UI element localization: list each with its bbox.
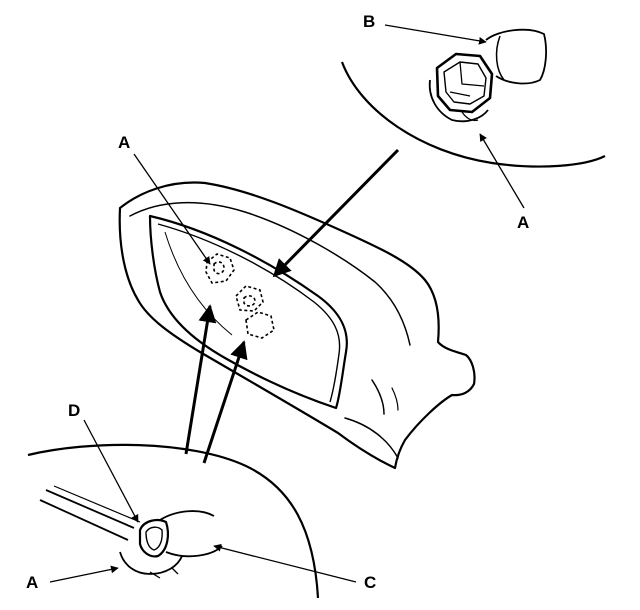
callout-a-top-left: A	[118, 133, 131, 152]
detail-leaders	[184, 148, 400, 464]
top-detail-callout-lines	[384, 24, 525, 209]
callout-a-top-right: A	[517, 213, 530, 232]
bottom-detail-callout-lines	[49, 419, 357, 583]
callout-d: D	[68, 401, 81, 420]
callout-b: B	[363, 12, 376, 31]
callout-c: C	[364, 573, 377, 592]
upper-a-callout-line	[133, 153, 211, 265]
bottom-detail-view	[27, 443, 320, 599]
callout-a-bottom: A	[26, 573, 39, 592]
mirror-housing	[118, 181, 476, 470]
top-detail-view	[340, 28, 606, 168]
hidden-clips	[205, 253, 275, 339]
